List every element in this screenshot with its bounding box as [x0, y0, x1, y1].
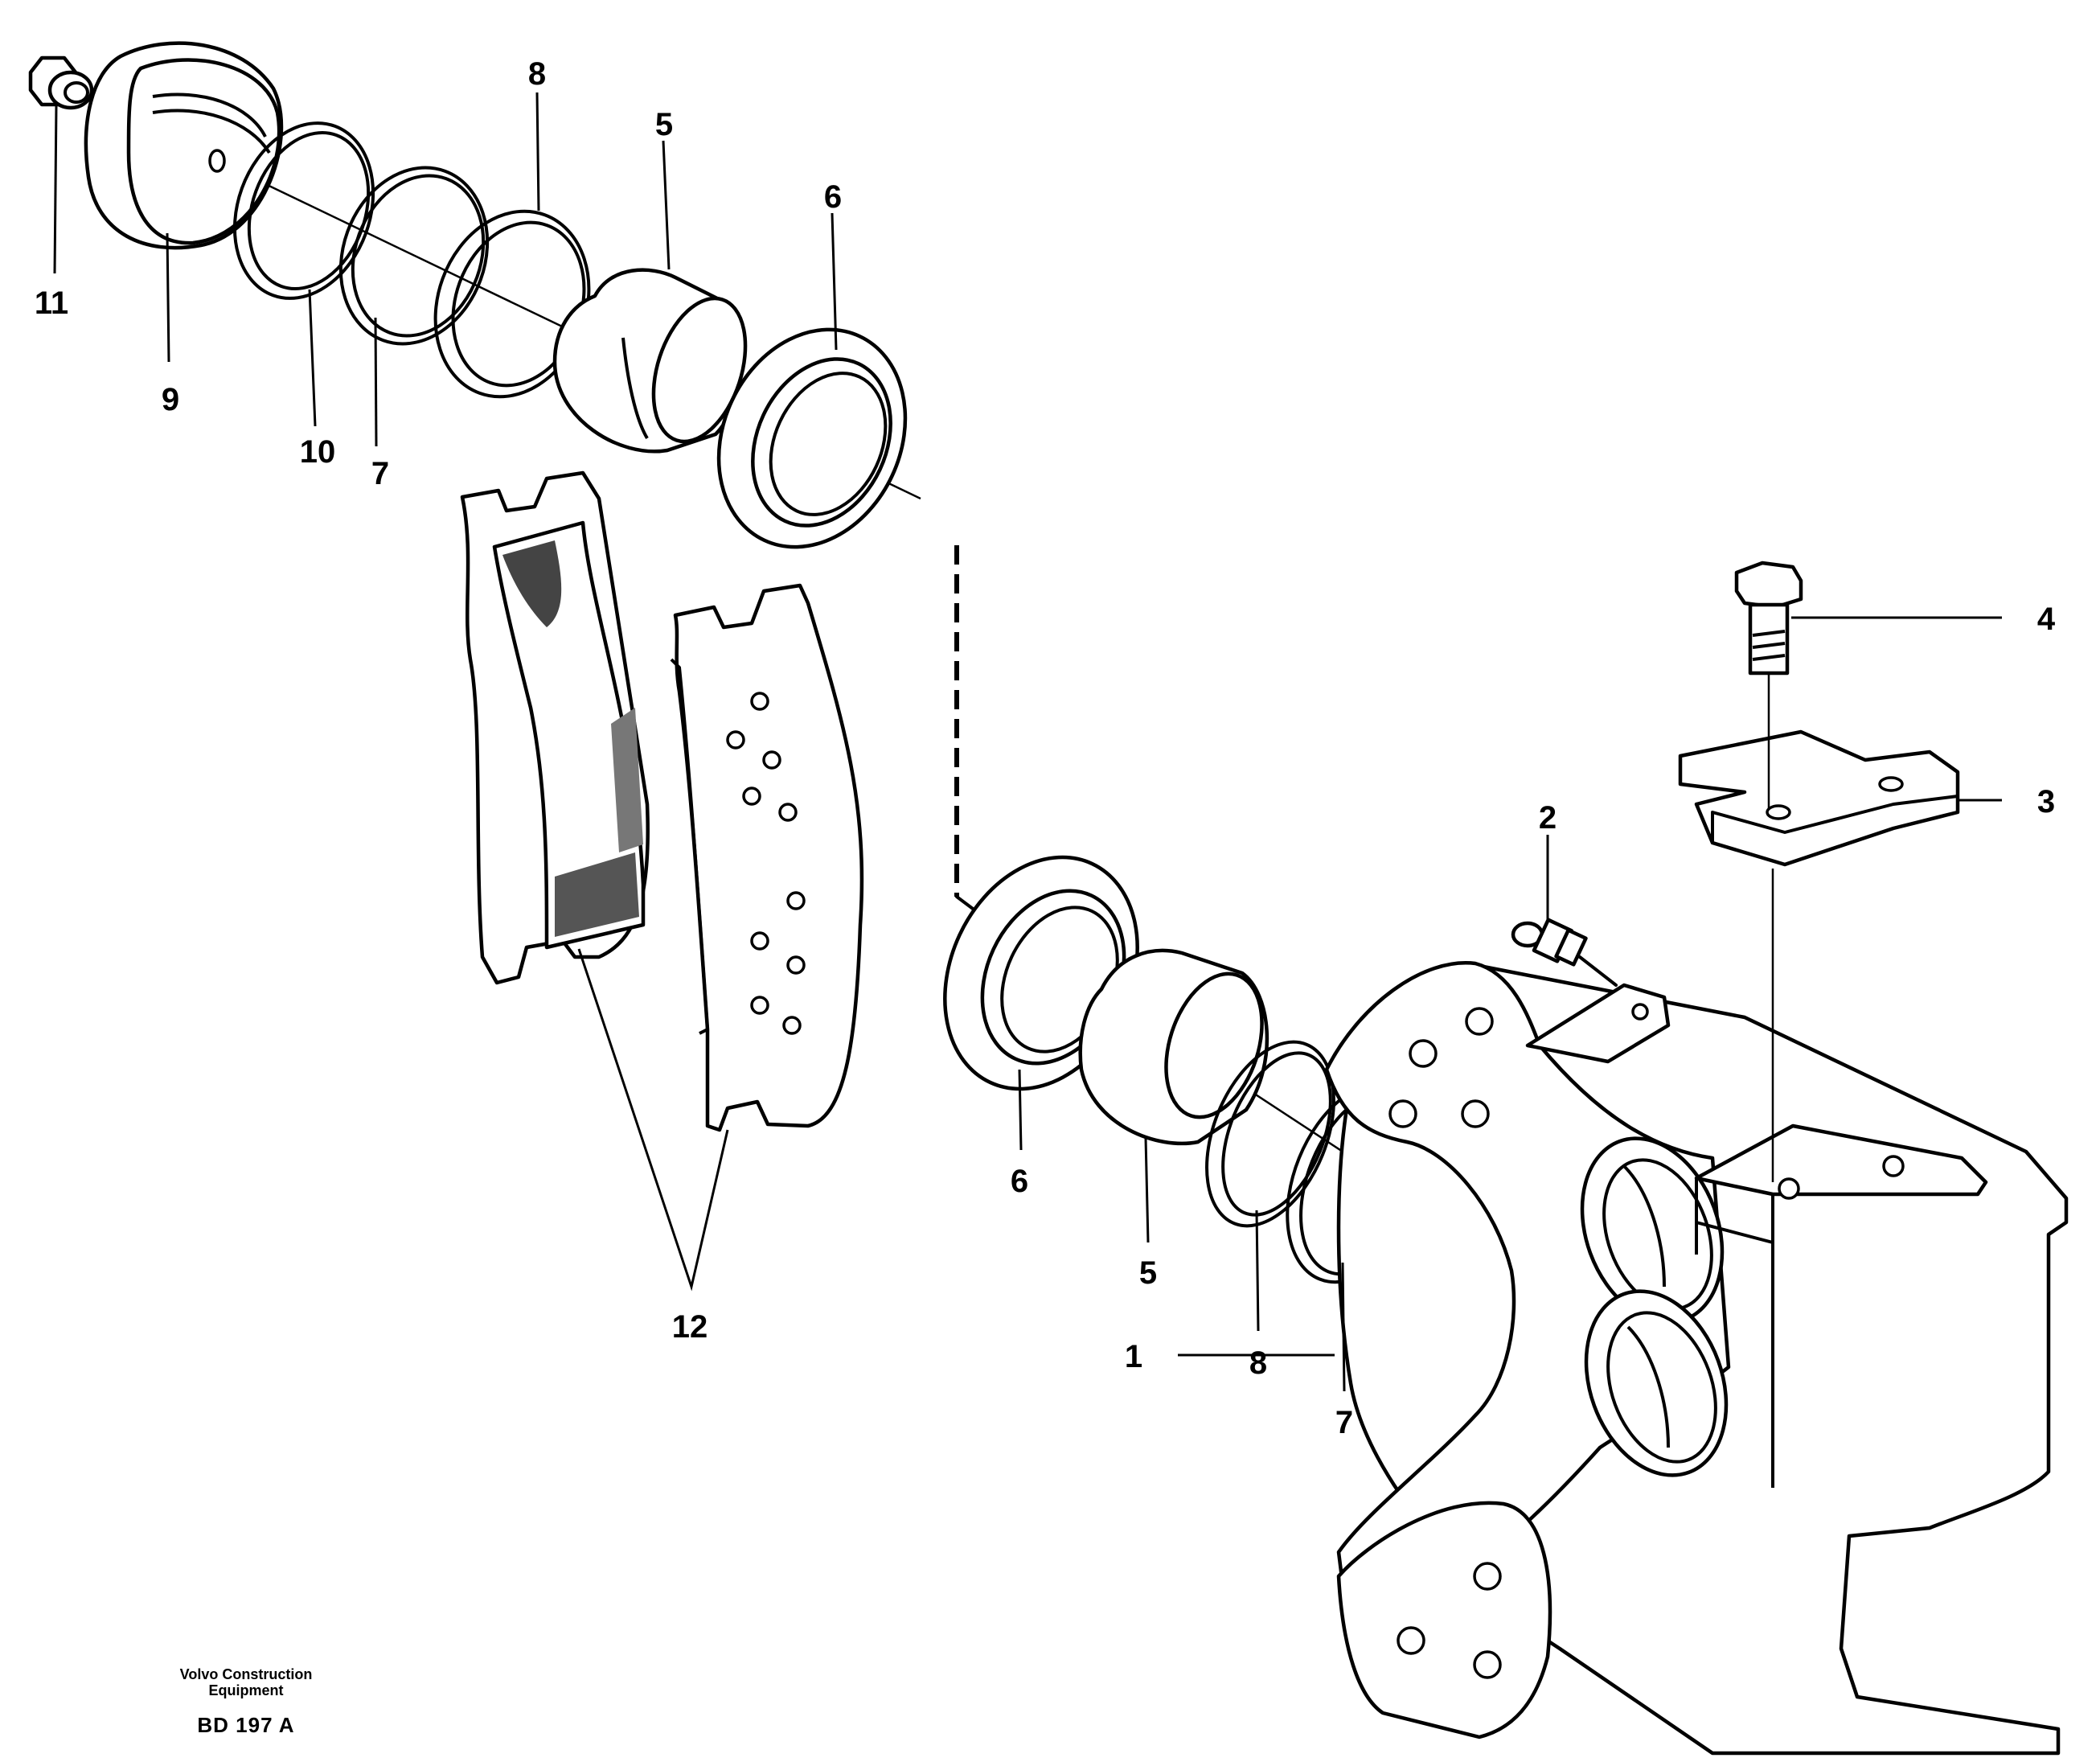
leader-8-lower — [1255, 1210, 1260, 1332]
callout-4: 4 — [2037, 602, 2056, 637]
leader-5-upper — [662, 140, 671, 270]
leader-7-upper — [374, 317, 378, 447]
alignment-line-end — [955, 895, 974, 910]
callout-5-lower: 5 — [1139, 1255, 1157, 1291]
o-ring-7-upper — [338, 166, 490, 346]
callout-3: 3 — [2037, 784, 2055, 819]
caliper-housing-1 — [1324, 961, 2069, 1756]
leader-7-lower — [1341, 1262, 1346, 1392]
callout-12: 12 — [672, 1309, 708, 1345]
manufacturer-line-1: Volvo Construction — [179, 1666, 313, 1682]
brake-pad-12-left — [460, 470, 650, 985]
bleeder-screw-11 — [28, 55, 94, 110]
callout-6-lower: 6 — [1011, 1164, 1028, 1199]
leader-12 — [577, 948, 729, 1292]
leader-9 — [166, 232, 170, 363]
grease-nipple-2 — [1511, 918, 1618, 987]
retaining-plate-3 — [1678, 729, 1960, 867]
leader-10 — [308, 289, 317, 427]
callout-5-upper: 5 — [655, 107, 673, 142]
dust-boot-6-upper — [716, 327, 908, 549]
leader-8-upper — [535, 92, 540, 212]
callout-1: 1 — [1125, 1339, 1142, 1374]
cylinder-cap-9 — [84, 41, 284, 250]
callout-9: 9 — [162, 382, 179, 417]
callout-2: 2 — [1539, 800, 1557, 836]
manufacturer-line-2: Equipment — [208, 1682, 284, 1698]
leader-5-lower — [1144, 1137, 1150, 1243]
leader-6-upper — [831, 212, 838, 351]
callout-7-upper: 7 — [371, 456, 389, 491]
piston-5-lower — [1078, 948, 1269, 1146]
brake-pad-12-right — [670, 583, 864, 1132]
callout-7-lower: 7 — [1335, 1405, 1353, 1440]
seal-ring-8-lower — [1205, 1040, 1335, 1228]
piston-5-upper — [552, 268, 748, 454]
callout-8-lower: 8 — [1249, 1345, 1267, 1381]
callout-11: 11 — [35, 285, 68, 321]
bolt-4 — [1734, 561, 1803, 676]
drawing-code: BD 197 A — [197, 1713, 295, 1737]
callout-10: 10 — [300, 434, 336, 470]
callout-6-upper: 6 — [824, 179, 842, 215]
leader-6-lower — [1018, 1069, 1023, 1151]
callout-8-upper: 8 — [528, 56, 546, 92]
drawing-footer: Volvo Construction Equipment BD 197 A — [142, 1666, 351, 1738]
leader-11 — [53, 104, 58, 274]
